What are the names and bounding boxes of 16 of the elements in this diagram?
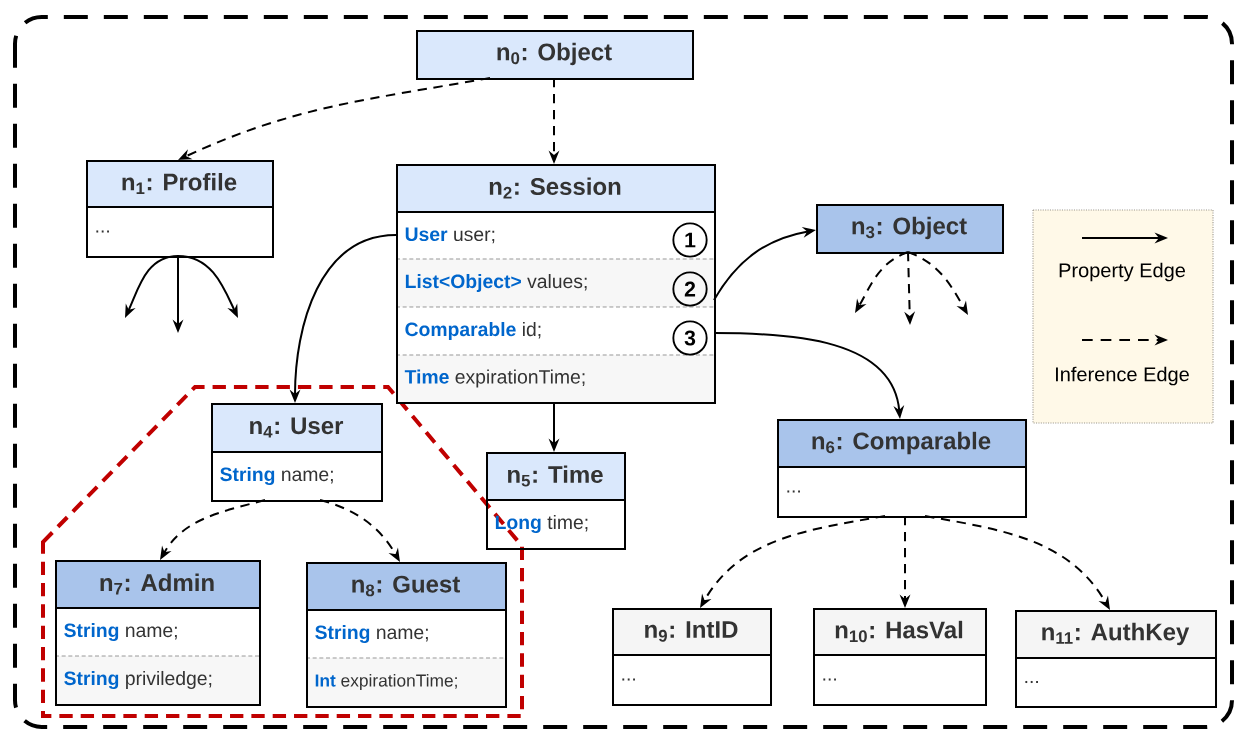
class-box: n$_{10}$: HasVal ... [812,608,987,706]
class-box: n$_{0}$: Object [416,30,694,80]
class-box: n$_{4}$: User String name; [210,403,383,502]
class-box: n$_{3}$: Object [816,204,1004,254]
class-box: n$_{1}$: Profile ... [85,160,274,258]
circled-number: 1 [672,222,708,258]
class-box: n$_{9}$: IntID ... [611,608,772,706]
class-box: n$_{6}$: Comparable ... [776,419,1027,518]
class-box: n$_{5}$: Time Long time; [485,452,626,550]
legend-label: Inference Edge [1056,366,1189,386]
circled-number: 2 [672,271,708,307]
class-box: n$_{11}$: AuthKey ... [1014,610,1217,708]
circled-number: 3 [672,320,708,356]
legend-label: Property Edge [1059,262,1185,282]
class-box: n$_{7}$: Admin String name; String priviledge; [54,560,261,706]
class-box: n$_{8}$: Guest String name; Int expirationTime; [305,562,507,708]
